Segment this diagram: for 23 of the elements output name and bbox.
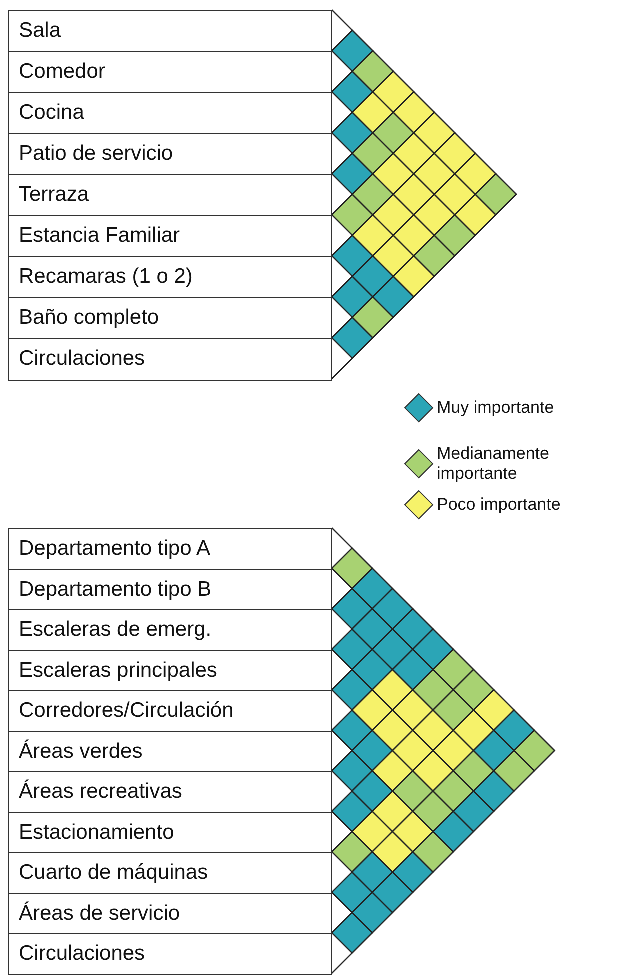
legend-label: Muy importante (437, 398, 556, 418)
legend-label: Poco importante (437, 494, 562, 516)
table-row: Departamento tipo A (8, 528, 332, 570)
table-row: Departamento tipo B (8, 568, 332, 610)
table-row: Estacionamiento (8, 812, 332, 854)
table-row: Circulaciones (8, 338, 332, 380)
table-row: Áreas de servicio (8, 892, 332, 934)
table-row: Comedor (8, 51, 332, 94)
table-row: Cuarto de máquinas (8, 852, 332, 894)
table-row: Estancia Familiar (8, 215, 332, 258)
table-row: Cocina (8, 92, 332, 134)
legend-label: Medianamente importante (437, 444, 547, 485)
table-row: Sala (8, 10, 332, 52)
table-row: Áreas verdes (8, 730, 332, 772)
table-row: Escaleras principales (8, 650, 332, 692)
table-row: Áreas recreativas (8, 771, 332, 813)
table-row: Escaleras de emerg. (8, 609, 332, 651)
table-row: Corredores/Circulación (8, 690, 332, 732)
table-row: Baño completo (8, 297, 332, 340)
table-row: Terraza (8, 174, 332, 216)
table-row: Patio de servicio (8, 133, 332, 176)
table-row: Circulaciones (8, 933, 332, 975)
table-row: Recamaras (1 o 2) (8, 256, 332, 298)
